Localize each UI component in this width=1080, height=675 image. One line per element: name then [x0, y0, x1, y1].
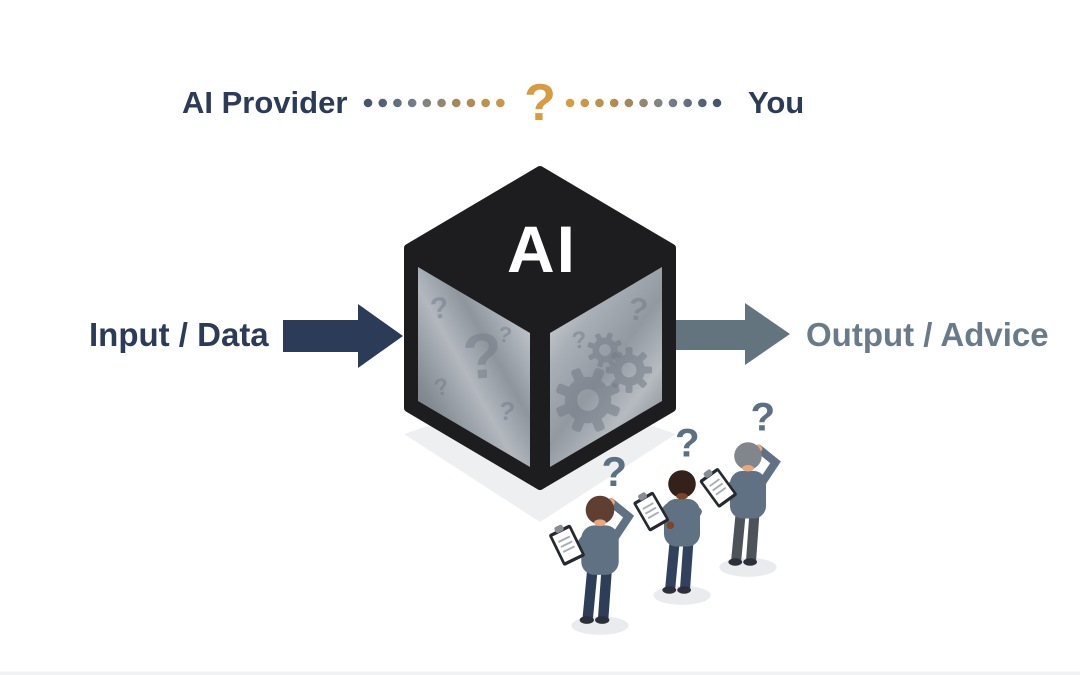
person-head-hair [585, 495, 615, 525]
person-shoe [579, 616, 594, 624]
person-leg [665, 537, 680, 592]
question-icon: ? [497, 395, 516, 426]
person-shoe [595, 616, 610, 624]
person-leg [680, 537, 694, 592]
clipboard [549, 524, 585, 566]
clipboard-lines [558, 535, 575, 553]
question-icon: ? [428, 291, 451, 326]
person-shoe [662, 586, 677, 594]
person-hand [666, 521, 675, 530]
question-icon: ? [431, 373, 451, 402]
person-shoe [743, 558, 758, 566]
output-arrow-icon [670, 303, 790, 365]
output-advice-label: Output / Advice [806, 316, 1049, 353]
person-arm-writing [668, 507, 702, 533]
person-analyst-front: ? [549, 448, 635, 635]
input-arrow-icon [283, 304, 403, 368]
person-leg [731, 509, 746, 564]
clipboard-clip [703, 469, 713, 478]
clipboard-lines [642, 502, 659, 519]
person-arm-raised [606, 498, 635, 541]
cube-left-face [418, 267, 530, 467]
person-torso [729, 470, 767, 519]
person-head-hair [668, 470, 696, 498]
person-torso [581, 525, 619, 575]
ai-blackbox-cube: ? ? ? ? ? ? ? AI [404, 166, 676, 490]
cube-ai-label: AI [507, 212, 577, 286]
person-analyst-middle: ? [633, 420, 711, 605]
clipboard-paper [636, 495, 666, 528]
person-leg [582, 565, 598, 622]
person-nape [593, 519, 607, 526]
clipboard-clip [638, 492, 648, 501]
clipboard [633, 491, 670, 532]
person-torso [663, 498, 701, 547]
person-analyst-back: ? [699, 395, 781, 577]
ai-provider-label: AI Provider [182, 85, 347, 120]
person-question-icon: ? [602, 448, 628, 495]
you-label: You [748, 85, 804, 120]
person-nape [742, 465, 754, 472]
question-icon: ? [497, 321, 514, 348]
unknown-link-question-icon: ? [524, 74, 556, 132]
output-side: Output / Advice [670, 303, 1049, 365]
clipboard-lines [709, 478, 727, 496]
input-side: Input / Data [89, 304, 403, 368]
input-data-label: Input / Data [89, 316, 269, 353]
left-face-question-icons: ? ? ? ? ? [428, 291, 516, 427]
person-leg [598, 565, 612, 622]
person-shoe [677, 586, 692, 594]
header-row: AI Provider ? You [182, 74, 804, 132]
person-question-icon: ? [751, 395, 776, 440]
person-shoe [728, 558, 743, 566]
clipboard-clip [554, 524, 564, 534]
person-question-icon: ? [675, 420, 700, 465]
clipboard-paper [702, 471, 734, 505]
clipboard [699, 468, 737, 508]
person-head-hair [734, 442, 762, 470]
bottom-edge-artifact [0, 671, 1080, 675]
question-icon: ? [460, 319, 504, 394]
person-leg [746, 509, 760, 564]
clipboard-paper [552, 528, 582, 563]
person-nape [676, 493, 688, 500]
question-icon: ? [571, 326, 588, 354]
person-arm-raised [754, 444, 781, 486]
